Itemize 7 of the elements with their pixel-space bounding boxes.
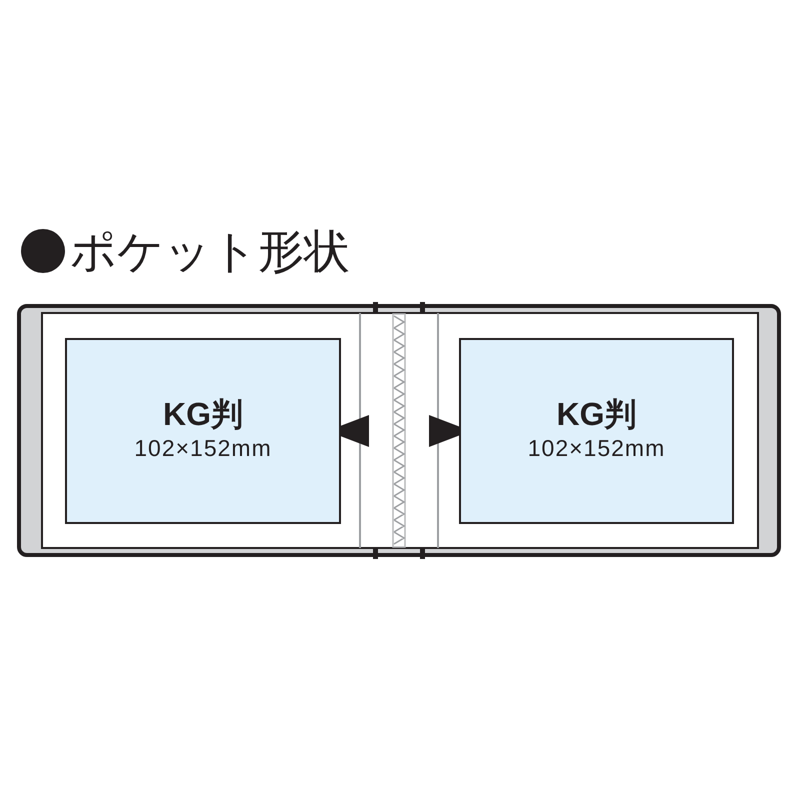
photo-pocket — [459, 338, 734, 524]
size-name: KG判 — [163, 394, 243, 434]
photo-pocket — [65, 338, 341, 524]
size-dimensions: 102×152mm — [528, 434, 666, 462]
size-name: KG判 — [556, 394, 636, 434]
size-dimensions: 102×152mm — [134, 434, 272, 462]
title: ポケット形状 — [70, 228, 350, 274]
